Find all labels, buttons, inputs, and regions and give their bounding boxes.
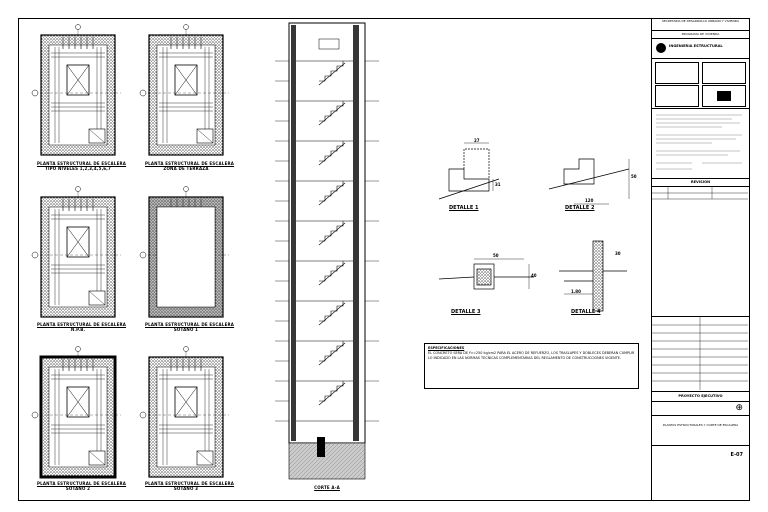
company-logo-icon — [656, 43, 666, 53]
detail-1-dim-a: 27 — [474, 138, 480, 143]
tb-project: PROYECTO EJECUTIVO — [652, 392, 749, 402]
detail-1-drawing — [438, 142, 500, 200]
tb-header-1: SECRETARIA DE DESARROLLO URBANO Y VIVIEN… — [661, 19, 740, 23]
tb-sheet-title: PLANTAS ESTRUCTURALES Y CORTE DE ESCALER… — [652, 416, 749, 446]
stair-section — [275, 22, 379, 480]
tb-signatures — [652, 317, 749, 392]
tb-key-plans — [652, 59, 749, 109]
tb-logo-row: INGENIERIA ESTRUCTURAL — [652, 39, 749, 59]
tb-header-2: PROGRAMA DE VIVIENDA — [681, 32, 720, 36]
detail-2-dim-a: 120 — [585, 198, 594, 203]
detail-4-drawing — [559, 240, 627, 312]
detail-1-dim-b: 31 — [495, 182, 501, 187]
section-caption: CORTE A-A — [314, 485, 340, 490]
specifications-box: ESPECIFICACIONES EL CONCRETO SERA DE f'c… — [424, 343, 639, 389]
specifications-body: EL CONCRETO SERA DE f'c=250 kg/cm2 PARA … — [428, 350, 635, 360]
key-plan-3 — [655, 85, 699, 107]
plan-6 — [139, 345, 230, 478]
detail-3-label: DETALLE 3 — [451, 309, 481, 315]
plan-5 — [31, 345, 122, 479]
tb-company: INGENIERIA ESTRUCTURAL — [669, 44, 723, 48]
tb-revision: REVISION — [652, 179, 749, 187]
specifications-title: ESPECIFICACIONES — [428, 346, 465, 350]
detail-3-dim-a: 50 — [493, 253, 499, 258]
detail-4-dim-b: 30 — [615, 251, 621, 256]
plan-3 — [31, 185, 122, 318]
detail-4-dim-a: 1.80 — [571, 289, 581, 294]
detail-3-dim-b: 40 — [531, 273, 537, 278]
tb-revision-grid — [652, 187, 748, 200]
detail-2-label: DETALLE 2 — [565, 205, 595, 211]
title-block: SECRETARIA DE DESARROLLO URBANO Y VIVIEN… — [651, 19, 749, 500]
tb-sheet-number: E-07 — [730, 452, 743, 458]
tb-revision-table — [652, 187, 749, 317]
tb-sheet-number-row: E-07 — [652, 446, 749, 470]
building-icon — [717, 91, 731, 101]
tb-general-notes — [652, 109, 749, 179]
detail-4-label: DETALLE 4 — [571, 309, 601, 315]
north-cross-icon: ⊕ — [735, 403, 743, 413]
plan-1 — [31, 23, 122, 156]
tb-subheader: PROGRAMA DE VIVIENDA — [652, 31, 749, 39]
key-plan-2 — [702, 62, 746, 84]
tb-north: ⊕ — [652, 402, 749, 416]
detail-2-dim-b: 50 — [631, 174, 637, 179]
plan-2 — [139, 23, 230, 156]
detail-3-drawing — [438, 258, 534, 290]
key-plan-4 — [702, 85, 746, 107]
detail-1-label: DETALLE 1 — [449, 205, 479, 211]
tb-signature-grid — [652, 317, 748, 390]
plan-4 — [139, 185, 230, 318]
key-plan-1 — [655, 62, 699, 84]
tb-notes-lines — [656, 114, 742, 170]
tb-header: SECRETARIA DE DESARROLLO URBANO Y VIVIEN… — [652, 19, 749, 31]
drawing-canvas — [31, 22, 630, 480]
detail-2-drawing — [548, 158, 630, 205]
